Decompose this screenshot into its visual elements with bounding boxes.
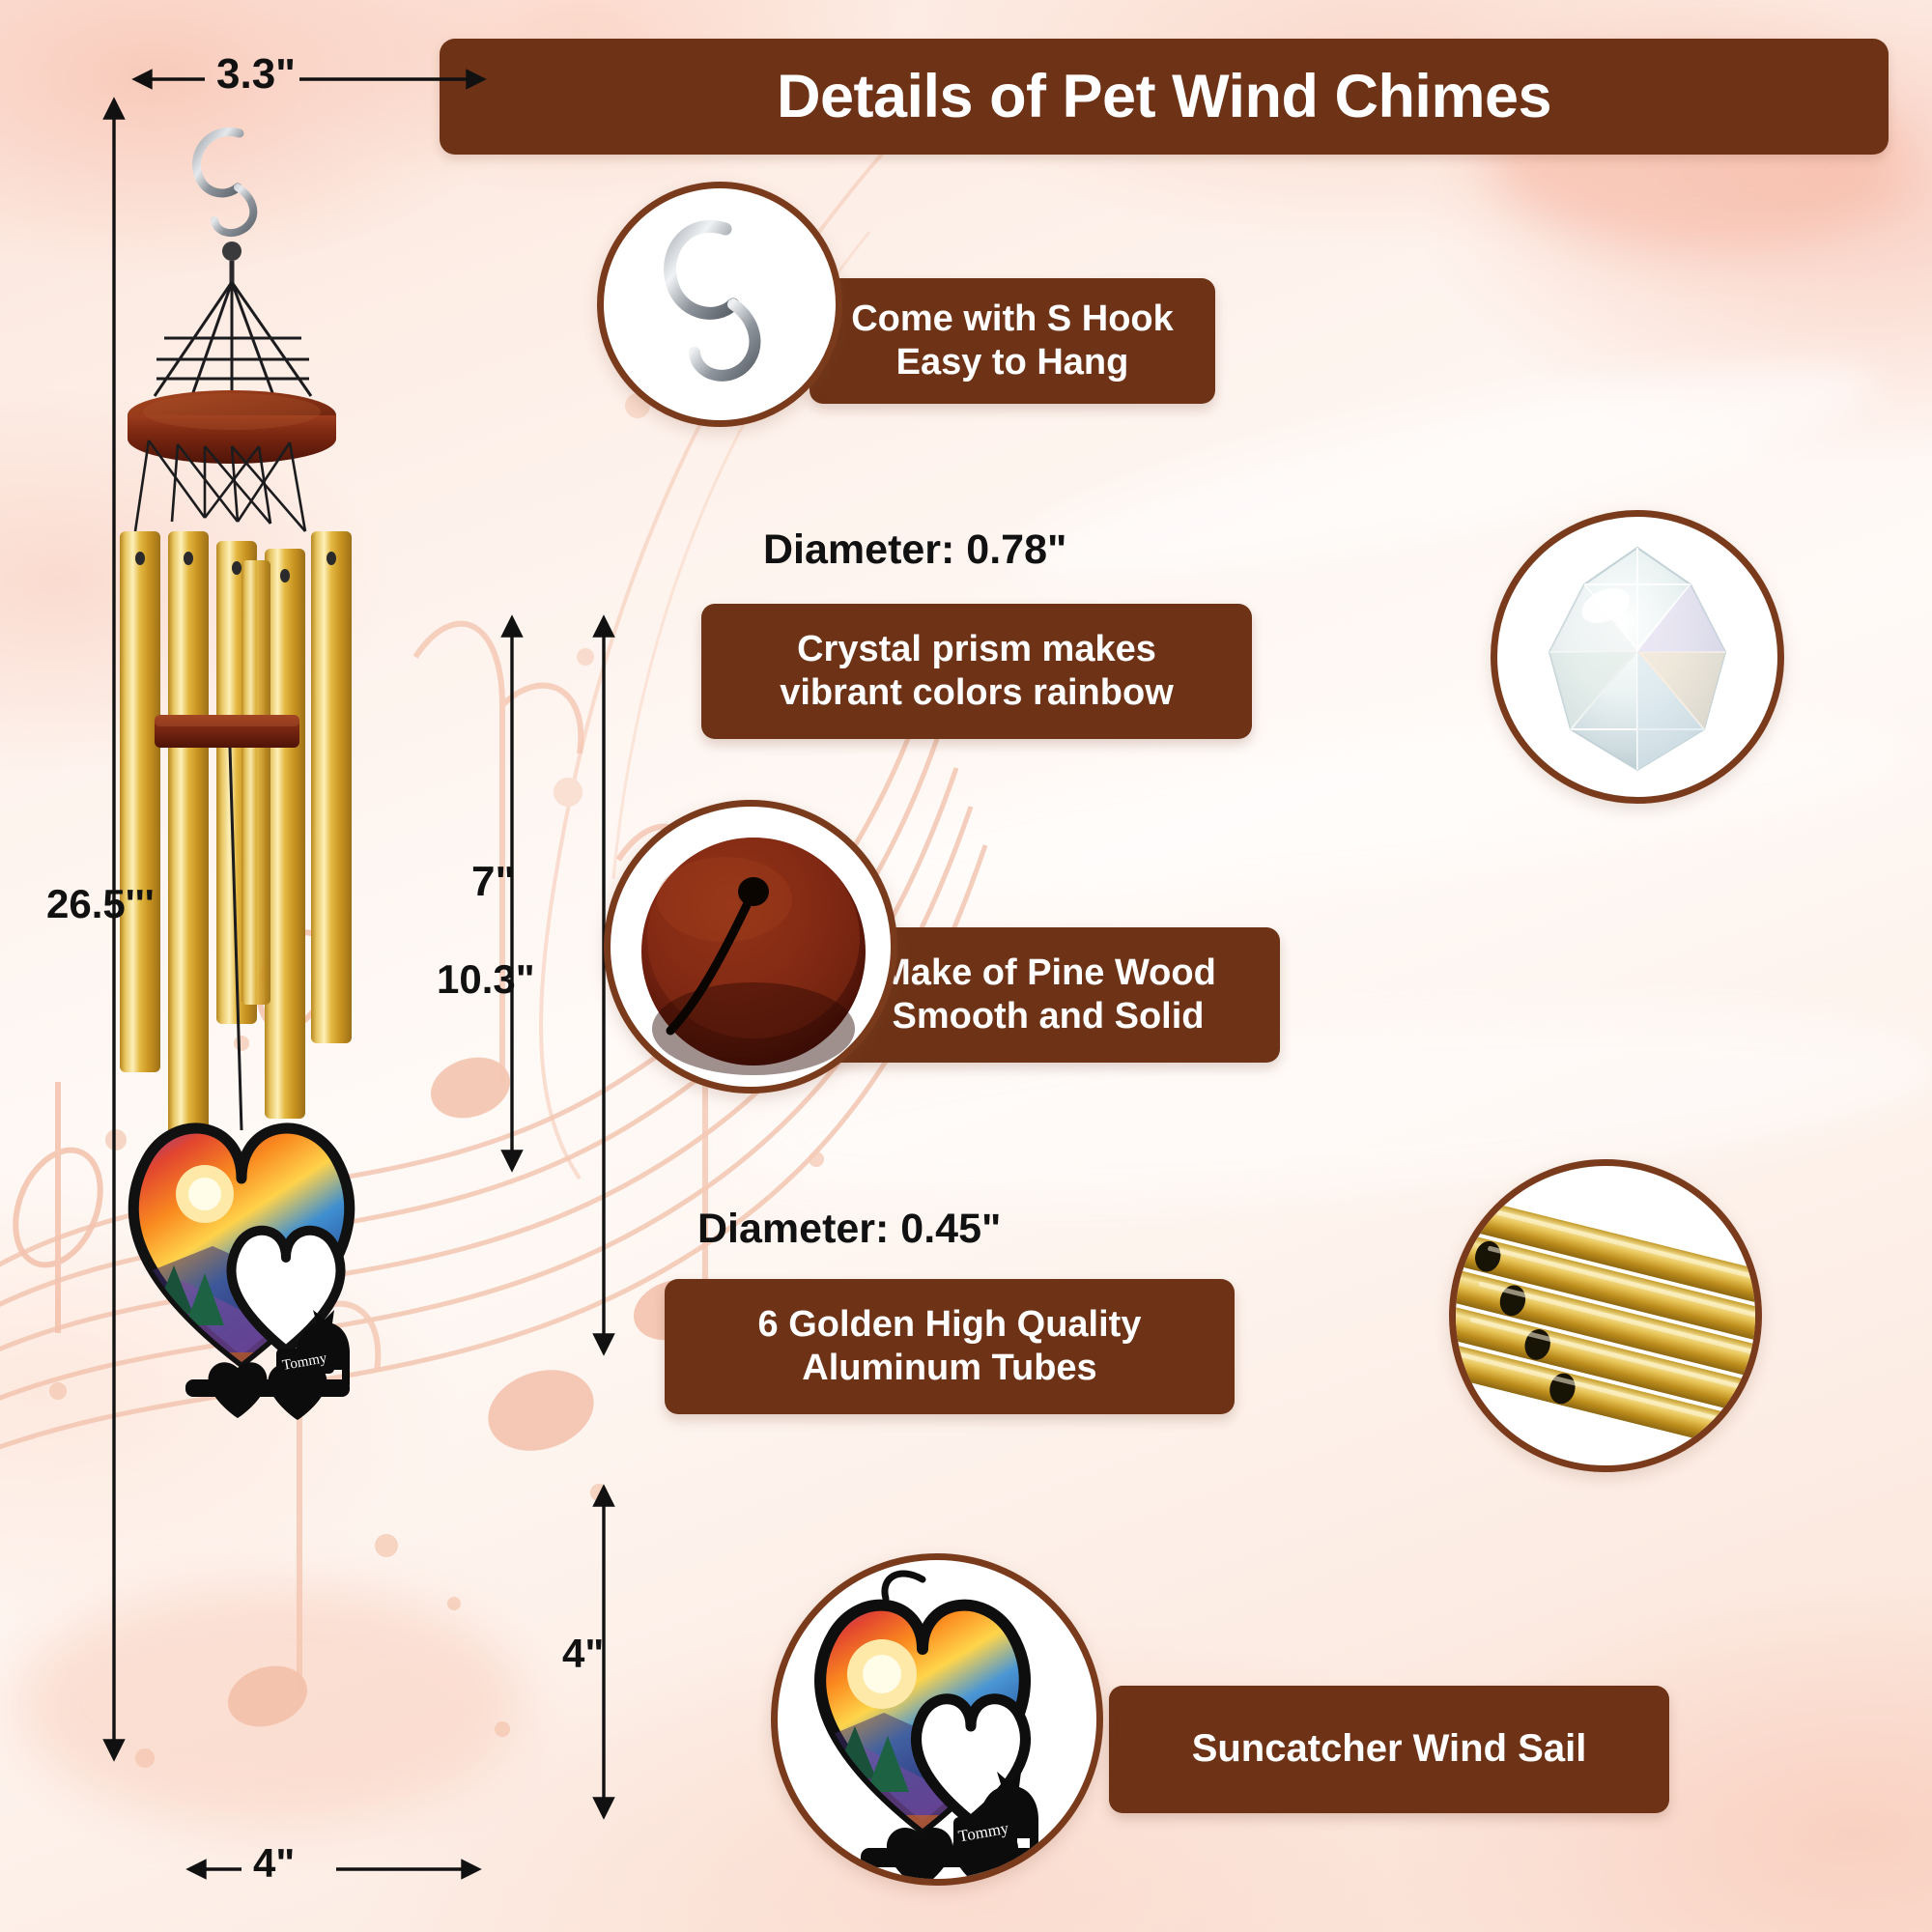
feature-line: vibrant colors rainbow (780, 672, 1174, 713)
s-hook-icon (664, 220, 761, 382)
feature-line: 6 Golden High Quality (757, 1304, 1142, 1346)
spec-label-tube-diameter: Diameter: 0.45" (697, 1206, 1002, 1252)
feature-line: Smooth and Solid (892, 996, 1205, 1037)
crystal-prism-icon (1548, 546, 1727, 772)
feature-banner-s-hook: Come with S Hook Easy to Hang (810, 278, 1215, 404)
dimension-label-tube-length: 7" (471, 858, 516, 905)
feature-image-crystal-prism (1491, 510, 1784, 804)
page-title: Details of Pet Wind Chimes (776, 63, 1552, 130)
feature-image-s-hook (597, 182, 842, 427)
feature-image-aluminum-tubes (1449, 1159, 1762, 1472)
dimension-label-chime-body: 10.3" (437, 956, 535, 1002)
feature-line: Crystal prism makes (797, 629, 1156, 670)
dimension-label-sail-width: 4" (253, 1840, 296, 1886)
feature-image-wind-sail: Tommy (771, 1553, 1103, 1886)
suncatcher-heart-icon: Tommy (814, 1570, 1044, 1879)
dimension-label-total-height: 26.5''' (46, 881, 155, 926)
dimension-label-width-top: 3.3" (216, 50, 297, 98)
feature-line: Easy to Hang (895, 342, 1129, 383)
pine-wood-disc-icon (641, 838, 866, 1075)
feature-line: Aluminum Tubes (802, 1348, 1097, 1388)
dimension-label-sail-height: 4" (562, 1631, 605, 1676)
feature-line: Come with S Hook (851, 298, 1174, 340)
dimension-guides (102, 69, 615, 1880)
feature-banner-aluminum-tubes: 6 Golden High Quality Aluminum Tubes (665, 1279, 1235, 1414)
feature-banner-crystal-prism: Crystal prism makes vibrant colors rainb… (701, 604, 1252, 739)
feature-image-pine-wood (604, 800, 897, 1094)
feature-line: Make of Pine Wood (880, 952, 1216, 994)
feature-line: Suncatcher Wind Sail (1191, 1727, 1587, 1771)
feature-banner-wind-sail: Suncatcher Wind Sail (1109, 1686, 1669, 1813)
product-wind-chime-illustration: Tommy (120, 128, 355, 1420)
page-title-banner: Details of Pet Wind Chimes (440, 39, 1889, 155)
aluminum-tubes-icon (1456, 1197, 1755, 1451)
spec-label-crystal-diameter: Diameter: 0.78" (763, 526, 1067, 573)
